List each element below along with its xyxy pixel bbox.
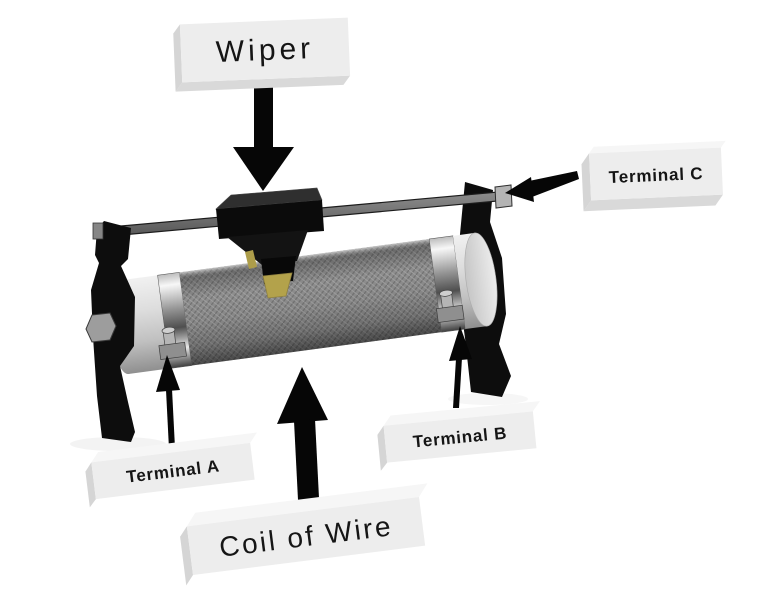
floor-shadow-right	[448, 393, 528, 405]
wiper-holder	[227, 230, 308, 265]
coil-shading	[179, 239, 442, 366]
terminal-a-label: Terminal A	[85, 432, 257, 508]
wiper-label-text: Wiper	[215, 32, 315, 69]
wiper-arrow	[233, 84, 294, 191]
terminal-b-clamp	[436, 289, 465, 323]
terminal-c-label: Terminal C	[581, 140, 726, 212]
terminal-c-label-text: Terminal C	[608, 164, 703, 187]
terminal-a-clamp	[158, 326, 187, 360]
terminal-b-label: Terminal B	[377, 401, 540, 471]
wiper-contact-brass	[262, 272, 293, 299]
rod-left-end	[92, 222, 104, 240]
wiper-label: Wiper	[173, 17, 351, 92]
stand-bolt	[85, 312, 117, 343]
right-cap-end	[464, 232, 498, 327]
resistor-cylinder	[107, 232, 498, 374]
terminal-c-arrow	[505, 171, 579, 202]
coil-of-wire-label: Coil of Wire	[180, 483, 428, 586]
wiper-contact-edge	[245, 250, 257, 269]
wiper-assembly	[215, 187, 324, 299]
rod-end-cap	[494, 184, 513, 209]
wiper-block-top	[215, 187, 323, 210]
wiper-block-front	[216, 200, 324, 239]
terminal-b-arrow	[449, 326, 472, 408]
terminal-a-arrow	[156, 355, 180, 449]
coil-arrow	[277, 367, 328, 500]
